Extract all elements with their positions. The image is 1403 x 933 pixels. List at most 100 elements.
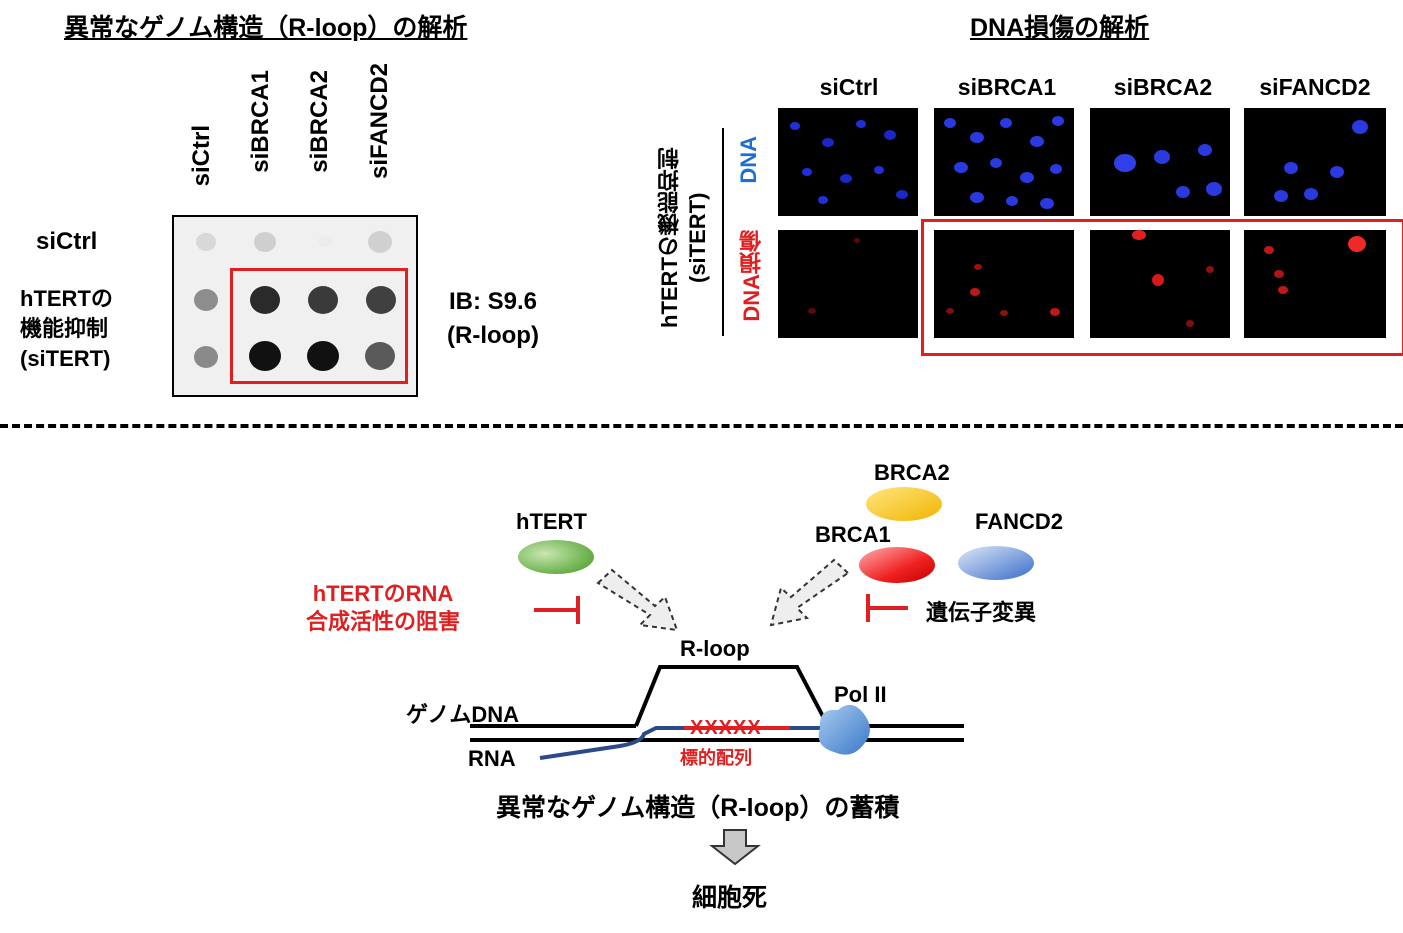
blot-dot bbox=[318, 235, 332, 247]
fancd2-protein bbox=[958, 546, 1034, 580]
damage-foci bbox=[946, 308, 954, 314]
col-label-sifancd2: siFANCD2 bbox=[1259, 74, 1371, 100]
nucleus bbox=[970, 192, 984, 203]
micrograph-damage-sibrca1 bbox=[934, 230, 1074, 338]
row-label-dna-damage: DNA損傷 bbox=[739, 230, 764, 322]
nucleus bbox=[1284, 162, 1298, 174]
nucleus bbox=[944, 118, 956, 128]
nucleus bbox=[822, 138, 834, 147]
side-label-bracket bbox=[722, 128, 724, 336]
damage-foci bbox=[970, 288, 980, 296]
label-htert: hTERT bbox=[516, 509, 587, 534]
row-label-siTERT: hTERTの 機能抑制 (siTERT) bbox=[20, 286, 113, 371]
damage-foci bbox=[1000, 310, 1008, 316]
micrograph-dna-sifancd2 bbox=[1244, 108, 1386, 216]
label-outcome: 細胞死 bbox=[692, 884, 768, 912]
left-panel-title: 異常なゲノム構造（R-loop）の解析 bbox=[64, 14, 468, 42]
damage-foci bbox=[1274, 270, 1284, 278]
damage-foci bbox=[974, 264, 982, 270]
blot-dot bbox=[368, 231, 392, 253]
nucleus bbox=[1050, 164, 1062, 174]
dashed-arrow-right bbox=[769, 558, 850, 627]
col-label-sictrl: siCtrl bbox=[819, 74, 879, 100]
nucleus bbox=[884, 130, 896, 140]
nucleus bbox=[990, 158, 1002, 168]
col-label-sibrca1: siBRCA1 bbox=[957, 74, 1057, 100]
target-marks: XXXXX bbox=[690, 717, 762, 739]
damage-foci bbox=[1348, 236, 1366, 252]
nucleus bbox=[1206, 182, 1222, 196]
nucleus bbox=[1352, 120, 1368, 134]
label-genome-dna: ゲノムDNA bbox=[406, 702, 520, 727]
nucleus bbox=[1330, 166, 1344, 178]
nucleus bbox=[790, 122, 800, 130]
nucleus bbox=[1052, 116, 1064, 126]
nucleus bbox=[856, 120, 866, 128]
damage-foci bbox=[1050, 308, 1060, 316]
nucleus bbox=[1274, 190, 1288, 202]
nucleus bbox=[1154, 150, 1170, 164]
damage-foci bbox=[1264, 246, 1274, 254]
micrograph-damage-sictrl bbox=[778, 230, 918, 338]
label-rloop: R-loop bbox=[680, 636, 750, 661]
side-label-siTERT: hTERTの機能抑制 (siTERT) bbox=[657, 147, 710, 329]
nucleus bbox=[1040, 198, 1054, 209]
blot-dot bbox=[365, 342, 395, 370]
label-fancd2: FANCD2 bbox=[975, 509, 1064, 534]
col-label-sibrca2: siBRCA2 bbox=[1113, 74, 1213, 100]
damage-foci bbox=[1132, 230, 1146, 240]
label-result: 異常なゲノム構造（R-loop）の蓄積 bbox=[496, 794, 900, 822]
label-brca1: BRCA1 bbox=[815, 522, 891, 547]
brca1-protein bbox=[859, 547, 935, 583]
nucleus bbox=[1198, 144, 1212, 156]
mechanism-diagram bbox=[470, 487, 1034, 866]
brca2-protein bbox=[866, 487, 942, 521]
nucleus bbox=[896, 190, 908, 199]
lane-label-sictrl: siCtrl bbox=[188, 125, 215, 187]
dna-loop-strand bbox=[634, 665, 830, 727]
htert-protein bbox=[518, 540, 594, 574]
nucleus bbox=[954, 162, 968, 173]
blot-dot bbox=[308, 286, 338, 314]
nucleus bbox=[874, 166, 884, 174]
damage-foci bbox=[808, 308, 816, 314]
blot-dot bbox=[366, 286, 396, 314]
nucleus bbox=[970, 132, 984, 143]
row-label-sictrl: siCtrl bbox=[36, 228, 98, 255]
damage-highlight-box bbox=[921, 219, 1403, 356]
damage-foci bbox=[1278, 286, 1288, 294]
label-pol-ii: Pol II bbox=[834, 682, 887, 707]
lane-label-sibrca1: siBRCA1 bbox=[247, 70, 274, 173]
ib-label: IB: S9.6 (R-loop) bbox=[447, 288, 539, 349]
nucleus bbox=[1006, 196, 1018, 206]
micrograph-dna-sictrl bbox=[778, 108, 918, 216]
micrograph-dna-sibrca1 bbox=[934, 108, 1074, 216]
micrograph-damage-sibrca2 bbox=[1090, 230, 1230, 338]
blot-dot bbox=[194, 346, 218, 368]
nucleus bbox=[1304, 188, 1318, 200]
row-label-dna: DNA bbox=[736, 136, 761, 184]
blot-dot bbox=[249, 341, 281, 371]
blot-dot bbox=[254, 232, 276, 252]
nucleus bbox=[1000, 118, 1012, 128]
damage-foci bbox=[1186, 320, 1194, 327]
label-target-sequence: 標的配列 bbox=[680, 748, 752, 768]
blot-dot bbox=[194, 289, 218, 311]
nucleus bbox=[818, 196, 828, 204]
label-brca2: BRCA2 bbox=[874, 460, 950, 485]
rna-strand bbox=[539, 726, 684, 760]
label-rna: RNA bbox=[468, 746, 516, 771]
nucleus bbox=[1030, 136, 1044, 147]
down-arrow bbox=[709, 829, 761, 866]
damage-foci bbox=[1206, 266, 1214, 273]
dashed-arrow-left bbox=[596, 568, 679, 632]
pol-ii-enzyme bbox=[818, 704, 870, 755]
micrograph-damage-sifancd2 bbox=[1244, 230, 1386, 338]
damage-foci bbox=[1152, 274, 1164, 286]
section-divider bbox=[0, 424, 1403, 428]
micrograph-dna-sibrca2 bbox=[1090, 108, 1230, 216]
nucleus bbox=[1114, 154, 1136, 172]
blot-dot bbox=[196, 233, 216, 251]
lane-label-sifancd2: siFANCD2 bbox=[366, 63, 393, 180]
blot-highlight-box bbox=[230, 268, 408, 384]
